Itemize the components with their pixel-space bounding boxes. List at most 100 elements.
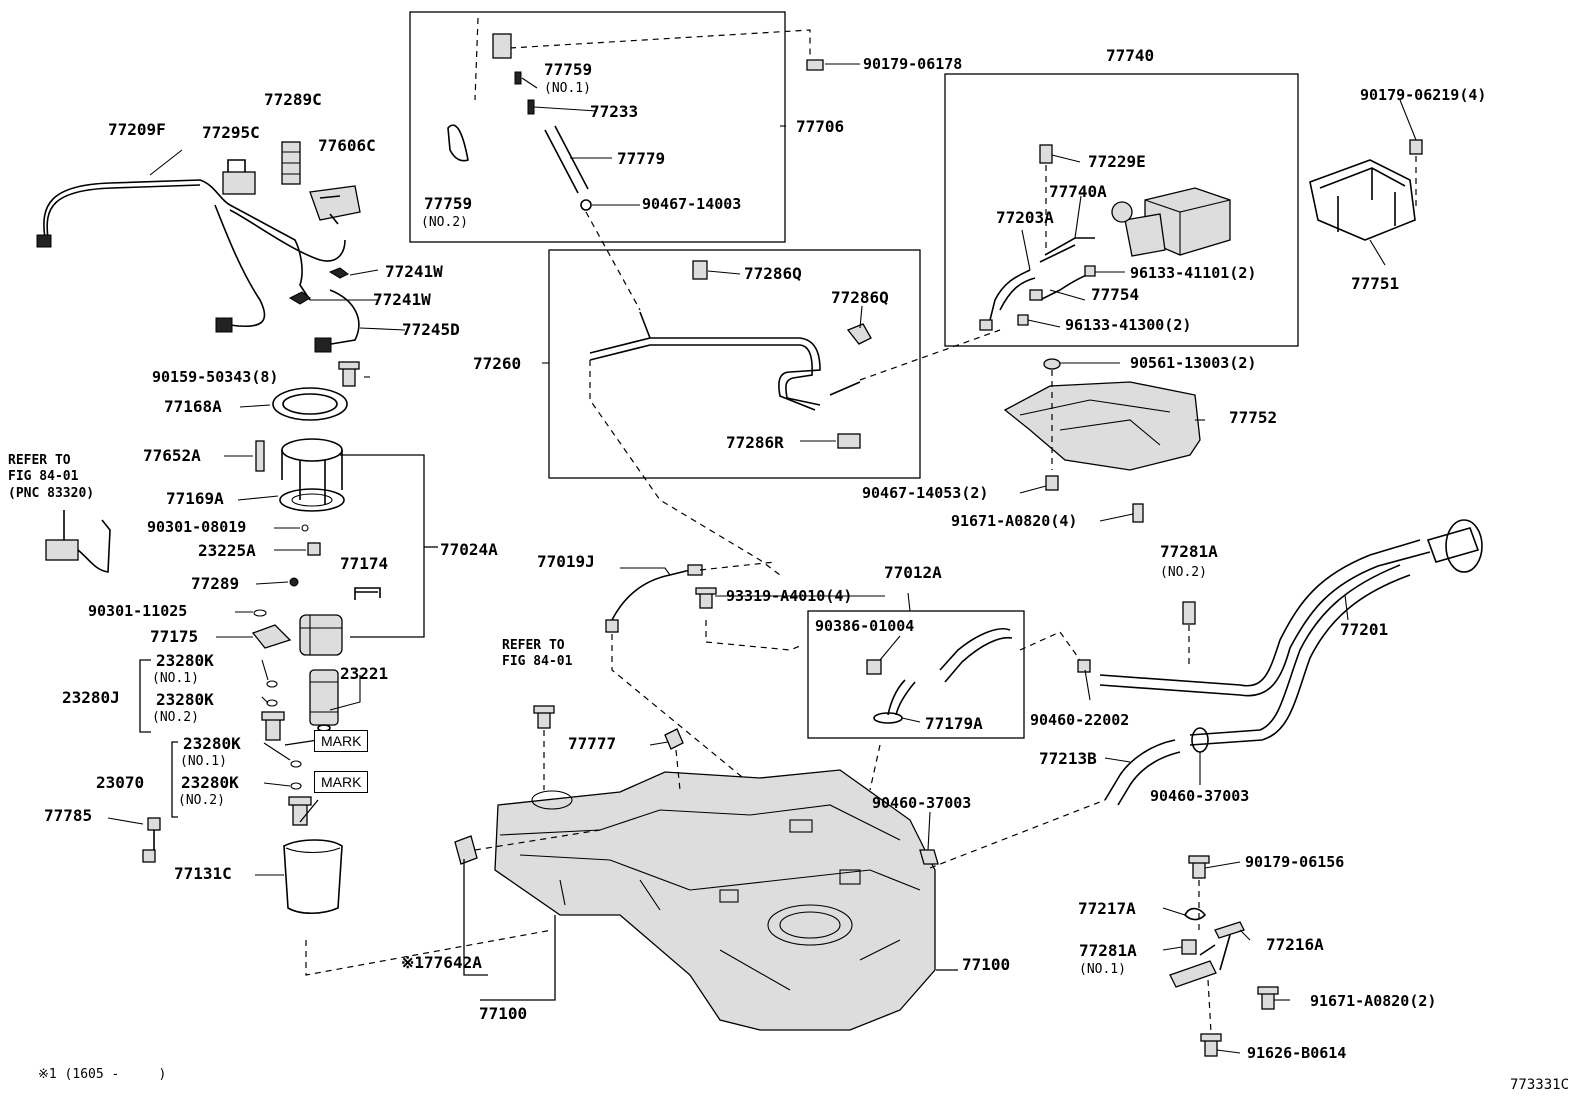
label-77777: 77777	[568, 734, 617, 753]
label-77751: 77751	[1351, 274, 1400, 293]
label-23280K-2-no: (NO.2)	[152, 710, 199, 725]
label-77754: 77754	[1091, 285, 1140, 304]
label-90179-06219: 90179-06219(4)	[1360, 86, 1487, 104]
label-23280K-1-no: (NO.1)	[152, 671, 199, 686]
pump-23221	[309, 669, 339, 732]
label-91671-A0820-4: 91671-A0820(4)	[951, 512, 1078, 530]
label-77174: 77174	[340, 554, 389, 573]
label-77281A-bottom-no: (NO.1)	[1079, 962, 1126, 977]
box-77706	[409, 11, 786, 243]
label-23280K-1: 23280K	[156, 651, 214, 670]
label-77201: 77201	[1340, 620, 1389, 639]
label-77175: 77175	[150, 627, 199, 646]
bracket-77606C	[309, 185, 361, 225]
label-90467-14053: 90467-14053(2)	[862, 484, 989, 502]
label-77286Q-a: 77286Q	[744, 264, 802, 283]
clip-77241W-a	[328, 267, 349, 279]
label-23280K-3: 23280K	[183, 734, 241, 753]
filler-pipe-77201	[1019, 519, 1483, 806]
bolt-93319	[695, 587, 717, 609]
box-77260	[548, 249, 921, 479]
label-77642A: ※177642A	[401, 953, 482, 972]
mark-box-1: MARK	[314, 730, 369, 752]
mark-box-2: MARK	[314, 771, 369, 793]
label-77168A: 77168A	[164, 397, 222, 416]
label-93319: 93319-A4010(4)	[726, 587, 853, 605]
clip-77241W-b	[288, 291, 311, 305]
refer-note-center: REFER TO FIG 84-01	[502, 638, 573, 670]
clip-77289C	[281, 141, 301, 185]
label-90179-06156: 90179-06156	[1245, 853, 1345, 871]
connector-77785	[142, 817, 161, 863]
label-23280K-3-no: (NO.1)	[180, 754, 227, 769]
label-77100-right: 77100	[962, 955, 1011, 974]
label-96133-41101: 96133-41101(2)	[1130, 264, 1257, 282]
clip-77777	[664, 728, 684, 750]
label-77281A-bottom: 77281A	[1079, 941, 1137, 960]
label-77217A: 77217A	[1078, 899, 1136, 918]
clamp-90460-37003-center	[919, 849, 939, 865]
label-77652A: 77652A	[143, 446, 201, 465]
label-90460-37003-right: 90460-37003	[1150, 787, 1250, 805]
label-77213B: 77213B	[1039, 749, 1097, 768]
label-77245D: 77245D	[402, 320, 460, 339]
label-90561: 90561-13003(2)	[1130, 354, 1257, 372]
box-77012A	[807, 610, 1025, 739]
label-90179-06178: 90179-06178	[863, 55, 963, 73]
tube-77260	[589, 260, 1001, 576]
label-91626: 91626-B0614	[1247, 1044, 1347, 1062]
label-23280K-2: 23280K	[156, 690, 214, 709]
label-77759-2: 77759	[424, 194, 473, 213]
label-23280J: 23280J	[62, 688, 120, 707]
label-77241W-b: 77241W	[373, 290, 431, 309]
label-77281A-top-no: (NO.2)	[1160, 565, 1207, 580]
label-77706: 77706	[796, 117, 845, 136]
label-23221: 23221	[340, 664, 389, 683]
sensor-reference-left	[45, 510, 111, 573]
seals	[266, 680, 302, 790]
label-96133-41300: 96133-41300(2)	[1065, 316, 1192, 334]
sensor-77019J	[605, 561, 776, 801]
fuel-pump-assembly-77024A	[251, 438, 438, 656]
canister-77740	[979, 144, 1231, 331]
label-90301-11025: 90301-11025	[88, 602, 188, 620]
label-77100-left: 77100	[479, 1004, 528, 1023]
label-77752: 77752	[1229, 408, 1278, 427]
label-77241W-a: 77241W	[385, 262, 443, 281]
label-90159: 90159-50343(8)	[152, 368, 279, 386]
label-77286Q-b: 77286Q	[831, 288, 889, 307]
label-77233: 77233	[590, 102, 639, 121]
label-23225A: 23225A	[198, 541, 256, 560]
label-23280K-4: 23280K	[181, 773, 239, 792]
label-91671-A0820-2: 91671-A0820(2)	[1310, 992, 1437, 1010]
label-77019J: 77019J	[537, 552, 595, 571]
label-77012A: 77012A	[884, 563, 942, 582]
label-77289: 77289	[191, 574, 240, 593]
label-90301-08019: 90301-08019	[147, 518, 247, 536]
label-90460-22002: 90460-22002	[1030, 711, 1130, 729]
label-77229E: 77229E	[1088, 152, 1146, 171]
cup-77131C	[283, 839, 343, 915]
wire-harness-77209F	[36, 179, 360, 353]
label-77169A: 77169A	[166, 489, 224, 508]
label-77281A-top: 77281A	[1160, 542, 1218, 561]
label-77759-1: 77759	[544, 60, 593, 79]
label-77740A: 77740A	[1049, 182, 1107, 201]
label-77131C: 77131C	[174, 864, 232, 883]
bolt-90159	[338, 361, 360, 387]
clip-77642A	[454, 835, 478, 865]
bracket-77751	[1309, 139, 1423, 241]
label-77209F: 77209F	[108, 120, 166, 139]
label-77203A: 77203A	[996, 208, 1054, 227]
label-77759-1-no: (NO.1)	[544, 81, 591, 96]
ring-77168A	[272, 387, 348, 421]
label-90467-14003: 90467-14003	[642, 195, 742, 213]
label-77286R: 77286R	[726, 433, 784, 452]
bolt-center	[533, 705, 555, 729]
filter-23280J	[261, 711, 285, 741]
footnote: ※1 (1605 - )	[38, 1067, 167, 1082]
label-77740: 77740	[1106, 46, 1155, 65]
clip-90179-06178	[806, 59, 824, 71]
figure-id: 773331C	[1510, 1077, 1570, 1093]
